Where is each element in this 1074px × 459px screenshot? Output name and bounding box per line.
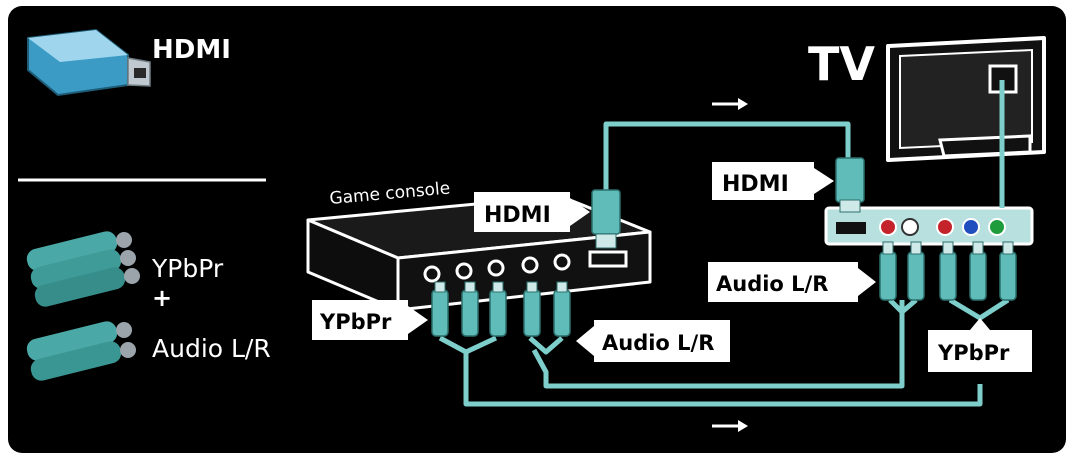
tv-hdmi-callout: HDMI	[712, 162, 834, 200]
hdmi-direction-arrow	[712, 98, 748, 110]
console-hdmi-callout-text: HDMI	[484, 203, 551, 228]
console-hdmi-callout: HDMI	[474, 192, 590, 232]
audio-cable	[531, 300, 905, 389]
legend-ypbpr-label: YPbPr	[151, 254, 224, 283]
audio-bundle-joint	[528, 336, 564, 355]
tv-audio-callout-text: Audio L/R	[716, 272, 828, 296]
legend-hdmi-label: HDMI	[152, 35, 231, 65]
tv-connector-panel	[824, 206, 1034, 246]
tv-icon	[886, 36, 1046, 162]
console-rca-plugs	[431, 281, 571, 337]
component-direction-arrow	[712, 420, 748, 432]
console-audio-callout-text: Audio L/R	[602, 331, 714, 355]
tv-audio-joint	[888, 298, 918, 315]
tv-title: TV	[808, 37, 875, 91]
tv-ypbpr-callout: YPbPr	[928, 318, 1032, 372]
game-console-label: Game console	[329, 179, 451, 209]
tv-ypbpr-callout-text: YPbPr	[937, 341, 1010, 365]
tv-hdmi-plug	[835, 157, 865, 213]
tv-ypbpr-joint	[948, 297, 1010, 321]
console-audio-callout: Audio L/R	[576, 320, 730, 362]
hdmi-cable	[603, 121, 851, 192]
console-ypbpr-callout-text: YPbPr	[319, 310, 392, 334]
tv-hdmi-callout-text: HDMI	[722, 172, 789, 197]
console-ypbpr-callout: YPbPr	[312, 300, 428, 340]
ypbpr-bundle-joint	[438, 335, 498, 355]
ypbpr-plugs-icon	[26, 231, 140, 307]
ypbpr-cable	[463, 350, 983, 407]
legend-plus-sign: +	[152, 284, 172, 312]
console-hdmi-plug	[591, 189, 621, 249]
hdmi-plug-icon	[27, 28, 151, 97]
audio-plugs-icon	[26, 321, 136, 381]
tv-rca-plugs	[879, 241, 1017, 301]
legend-audio-label: Audio L/R	[152, 334, 271, 363]
tv-audio-callout: Audio L/R	[708, 262, 876, 302]
